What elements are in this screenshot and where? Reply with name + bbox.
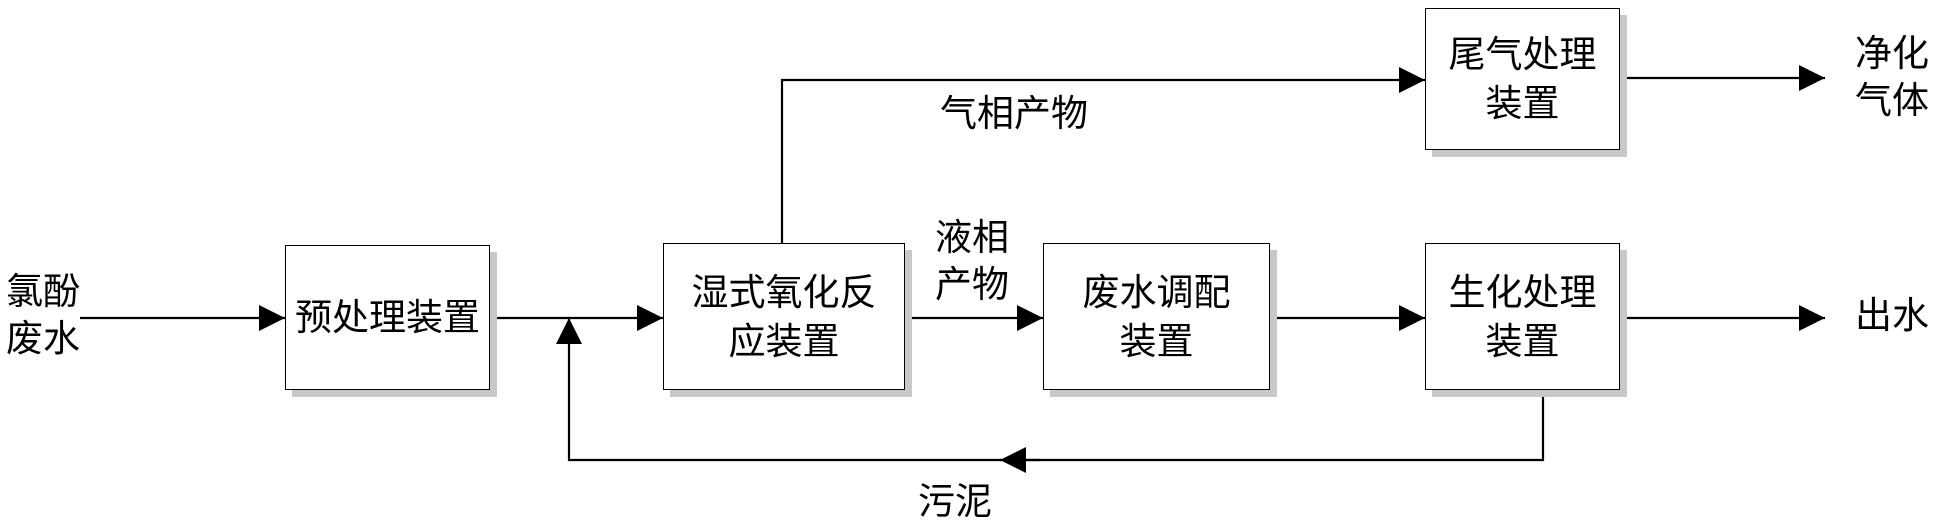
gas-product-label: 气相产物	[940, 92, 1088, 135]
effluent-label: 出水	[1855, 294, 1929, 337]
input-label: 氯酚 废水	[6, 270, 80, 360]
biochemical-box: 生化处理 装置	[1425, 243, 1620, 390]
tail-gas-box: 尾气处理 装置	[1425, 8, 1620, 150]
wastewater-adjust-box: 废水调配 装置	[1043, 243, 1270, 390]
arrow-gas-product-to-tail-gas	[780, 67, 1425, 243]
liquid-product-label: 液相 产物	[935, 216, 1009, 306]
sludge-label: 污泥	[918, 480, 992, 523]
arrow-sludge-return	[556, 318, 1545, 462]
clean-gas-label: 净化 气体	[1855, 32, 1929, 122]
wet-oxidation-box: 湿式氧化反 应装置	[663, 243, 905, 390]
pretreatment-box: 预处理装置	[285, 245, 490, 390]
